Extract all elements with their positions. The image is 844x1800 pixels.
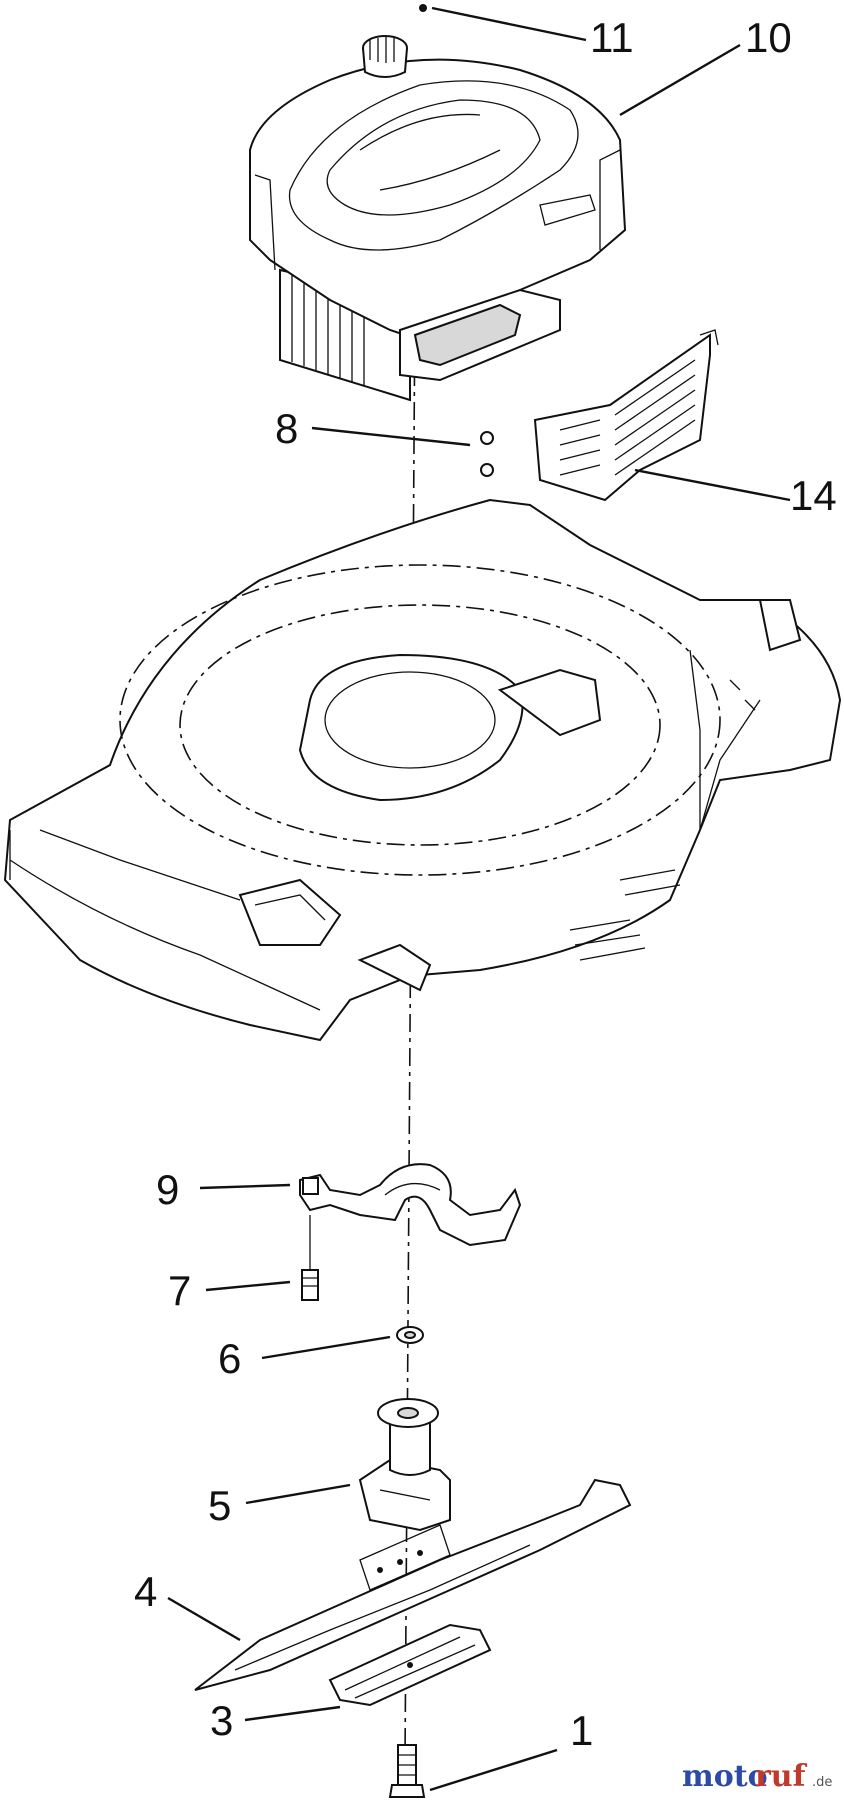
callout-1: 1: [570, 1707, 593, 1754]
callout-10: 10: [745, 14, 792, 61]
callouts: 11 10 8 14 9 7 6 5 4 3 1: [134, 14, 837, 1754]
watermark-part2: ruf: [755, 1759, 808, 1794]
blade-bolt: [301, 1215, 319, 1301]
callout-7: 7: [168, 1267, 191, 1314]
callout-3: 3: [210, 1697, 233, 1744]
screw: [388, 1744, 426, 1798]
shroud-guard: [533, 329, 719, 502]
callout-14: 14: [790, 472, 837, 519]
callout-11: 11: [590, 14, 634, 61]
engine: [249, 4, 627, 402]
watermark-part1: moto: [682, 1759, 768, 1794]
callout-8: 8: [275, 405, 298, 452]
leader-lines: [167, 6, 791, 1792]
callout-5: 5: [208, 1482, 231, 1529]
blade-adapter: [358, 1398, 451, 1532]
blade-stiffener: [328, 1623, 492, 1707]
blade: [194, 1478, 632, 1691]
callout-9: 9: [156, 1166, 179, 1213]
watermark-suffix: .de: [812, 1775, 832, 1790]
screw: [480, 431, 494, 477]
assembly-axis: [404, 299, 416, 1761]
callout-6: 6: [218, 1335, 241, 1382]
washer: [396, 1326, 424, 1344]
callout-4: 4: [134, 1568, 157, 1615]
watermark: moto ruf .de: [682, 1759, 832, 1794]
deck: [3, 498, 842, 1042]
baffle: [299, 1163, 522, 1247]
